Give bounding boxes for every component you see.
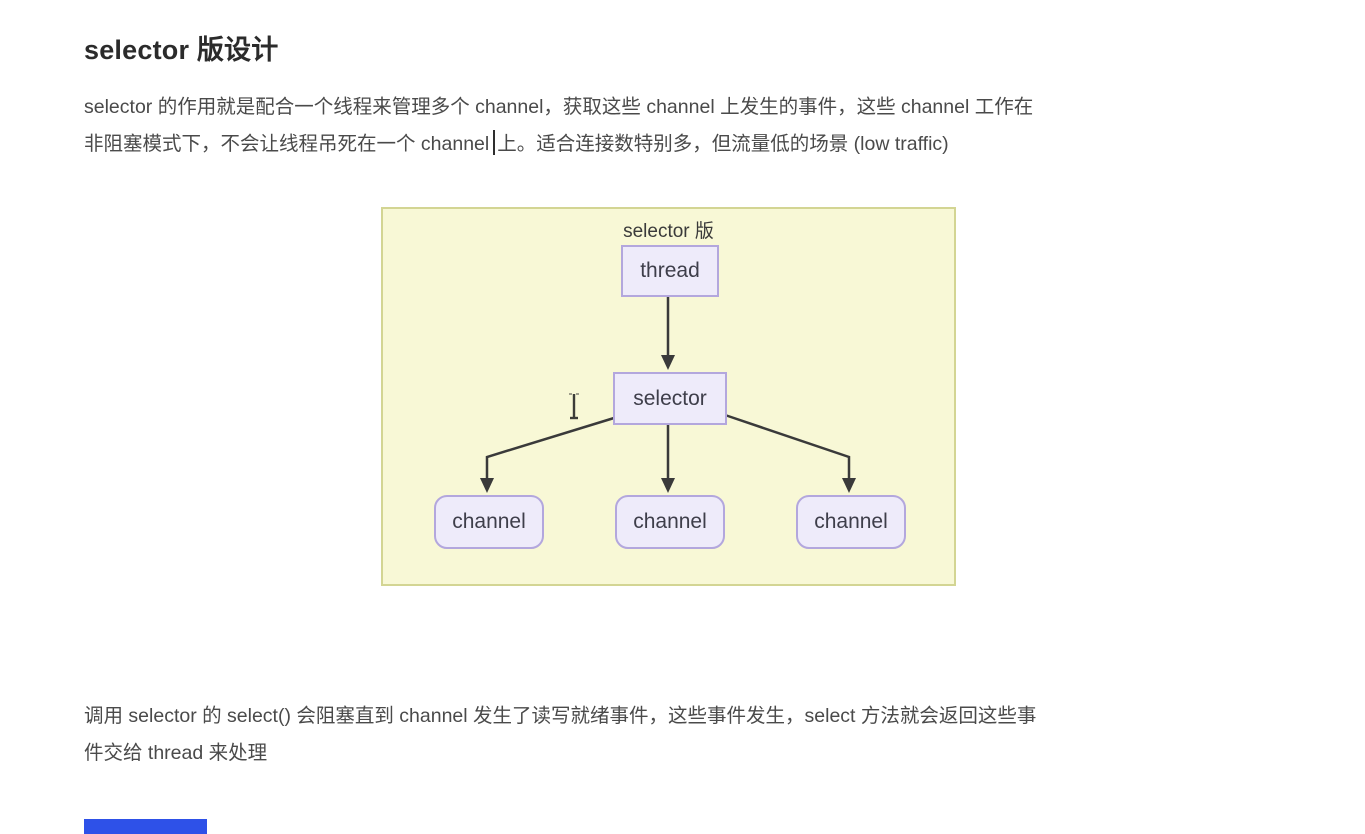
channel-node-1: channel xyxy=(434,495,544,549)
arrowhead-thread-selector xyxy=(661,355,675,370)
select-line-2: 件交给 thread 来处理 xyxy=(84,742,268,764)
select-line-1: 调用 selector 的 select() 会阻塞直到 channel 发生了… xyxy=(84,705,1037,727)
selector-node: selector xyxy=(613,372,727,425)
intro-line-2-before: 非阻塞模式下，不会让线程吊死在一个 channel xyxy=(84,133,490,155)
thread-node: thread xyxy=(621,245,719,297)
arrowhead-selector-channel2 xyxy=(661,478,675,493)
intro-line-2: 非阻塞模式下，不会让线程吊死在一个 channel 上。适合连接数特别多，但流量低… xyxy=(84,126,1033,163)
arrowhead-selector-channel1 xyxy=(480,478,494,493)
ibeam-cursor xyxy=(569,393,579,420)
paragraph-select[interactable]: 调用 selector 的 select() 会阻塞直到 channel 发生了… xyxy=(84,698,1036,772)
channel-node-3: channel xyxy=(796,495,906,549)
channel-node-2: channel xyxy=(615,495,725,549)
diagram-title: selector 版 xyxy=(623,221,714,242)
paragraph-intro[interactable]: selector 的作用就是配合一个线程来管理多个 channel，获取这些 c… xyxy=(84,89,1033,163)
intro-line-1: selector 的作用就是配合一个线程来管理多个 channel，获取这些 c… xyxy=(84,89,1033,126)
intro-line-1-text: selector 的作用就是配合一个线程来管理多个 channel，获取这些 c… xyxy=(84,96,1034,118)
diagram-panel: selector 版 thread selector channel chann… xyxy=(381,207,956,586)
arrowhead-selector-channel3 xyxy=(842,478,856,493)
bottom-accent-bar xyxy=(84,819,207,834)
intro-line-2-after: 上。适合连接数特别多，但流量低的场景 (low traffic) xyxy=(497,133,949,155)
text-caret xyxy=(493,130,496,155)
page-title[interactable]: selector 版设计 xyxy=(84,35,279,65)
